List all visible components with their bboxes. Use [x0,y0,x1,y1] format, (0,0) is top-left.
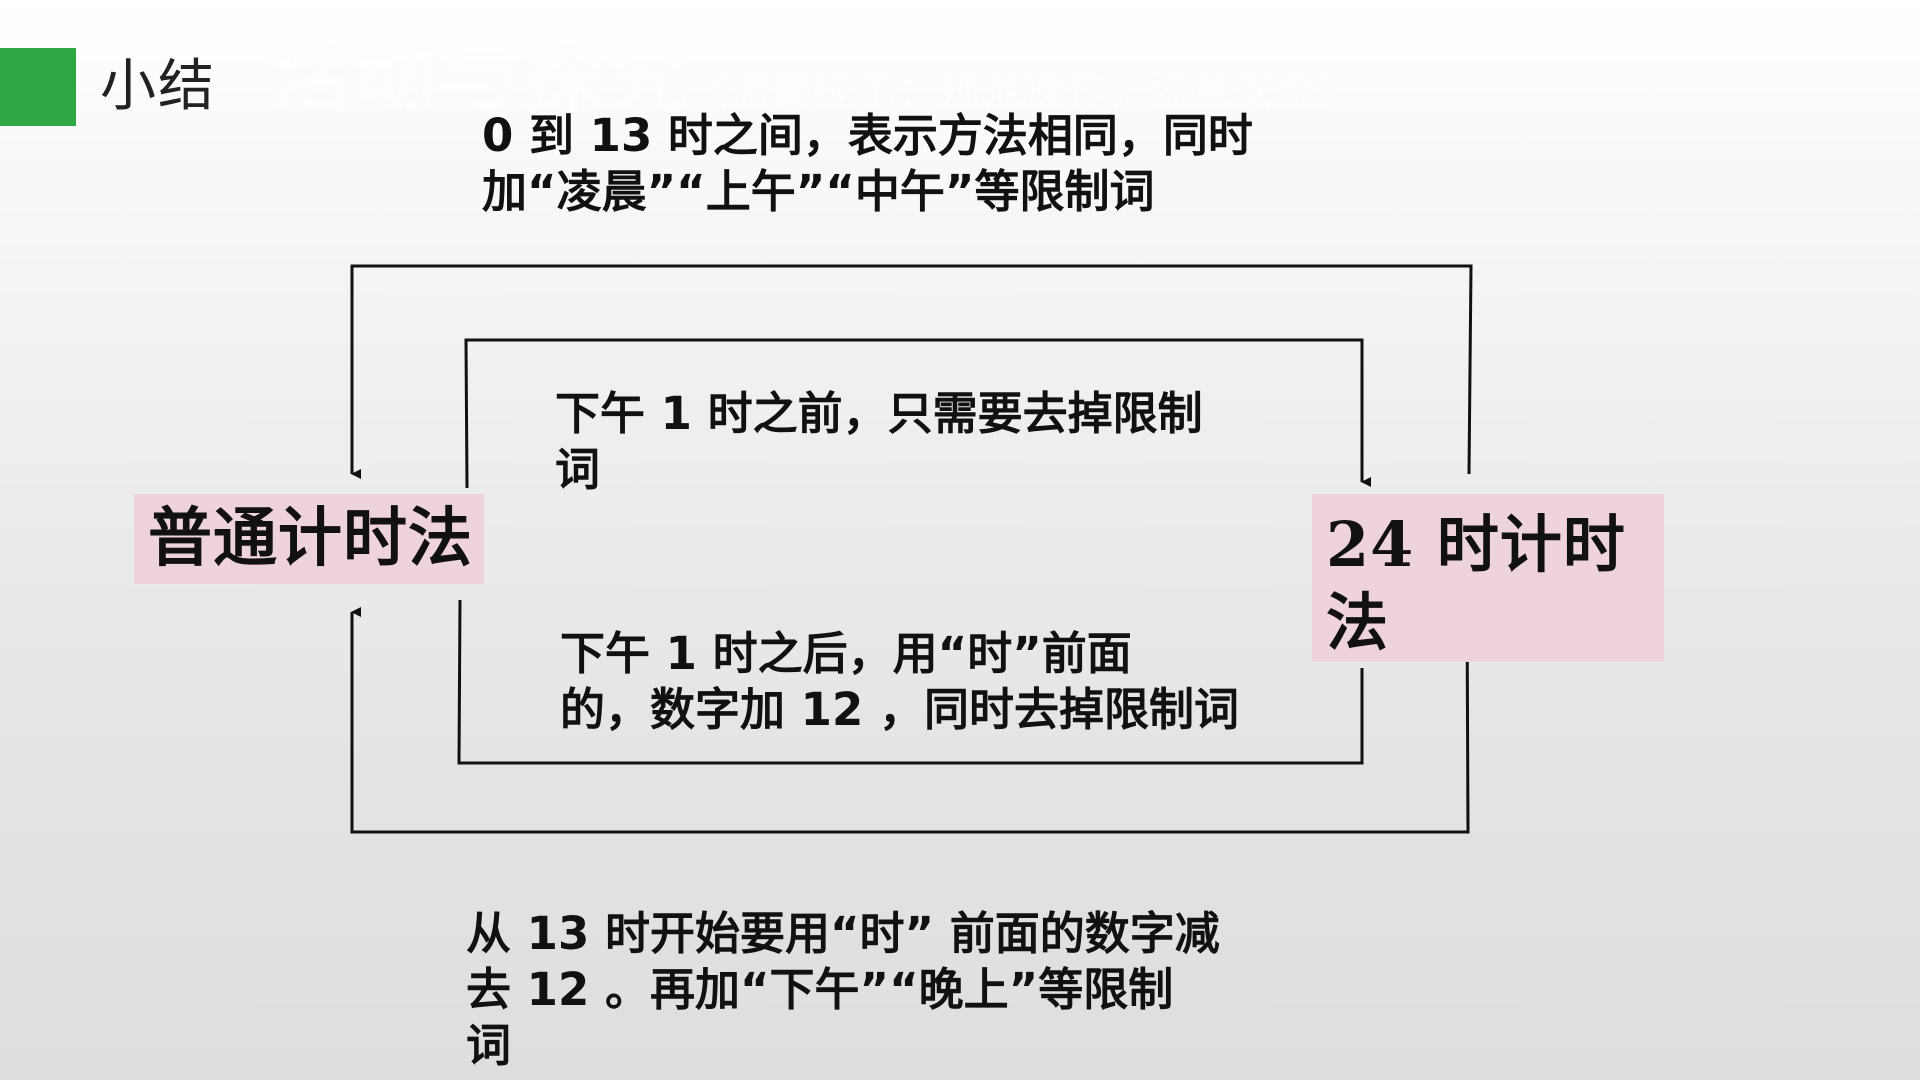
note-from-13h: 从 13 时开始要用“时” 前面的数字减 去 12 。再加“下午”“晚上”等限制… [466,907,1220,1072]
node-24h-number: 24 [1326,508,1415,581]
outer-top-connector [350,264,1473,479]
note-both-methods: 0 到 13 时之间，表示方法相同，同时 加“凌晨”“上午”“中午”等限制词 [482,109,1253,218]
watermark-title: 活动与探究（温馨提示：规范操作，注意安全） [268,20,1360,146]
note-before-1pm: 下午 1 时之前，只需要去掉限制 词 [555,387,1203,496]
watermark-subtitle: （温馨提示：规范操作，注意安全） [688,68,1361,114]
node-24h-label: 时计时法 [1326,508,1626,659]
title-accent-bar [0,48,76,126]
page-title: 小结 [100,54,216,119]
outer-bottom-connector [350,603,1470,834]
note-after-1pm: 下午 1 时之后，用“时”前面 的，数字加 12 ，同时去掉限制词 [560,627,1239,736]
inner-top-connector [464,338,1371,489]
inner-bottom-connector [457,599,1364,765]
node-24h-time: 24 时计时法 [1312,494,1664,662]
watermark-main: 活动与探究 [268,26,689,124]
node-ordinary-time: 普通计时法 [134,494,484,584]
